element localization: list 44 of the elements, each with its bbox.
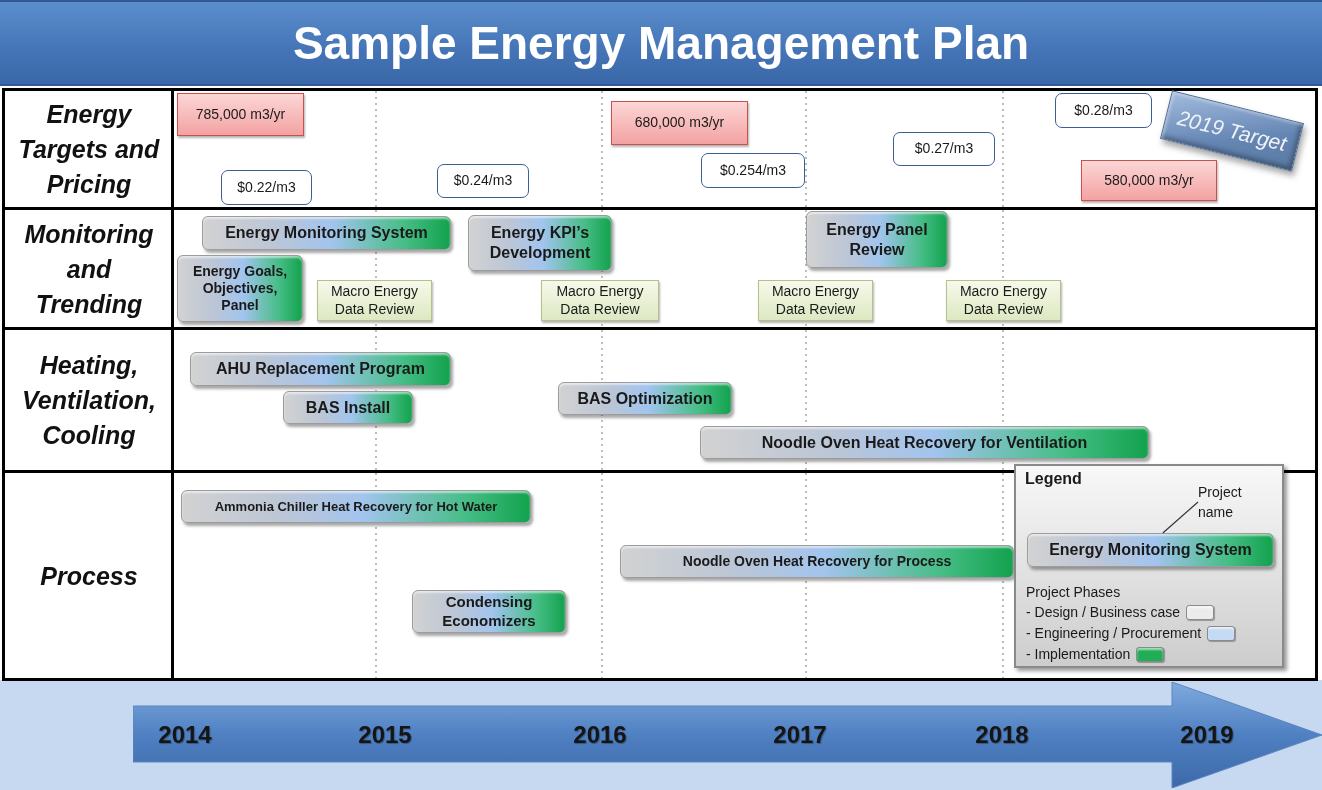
target-box: 785,000 m3/yr [177, 93, 304, 136]
year-label: 2019 [1180, 721, 1234, 749]
review-box: Macro Energy Data Review [317, 280, 432, 321]
row-band [2, 88, 1318, 210]
project-bar: Energy Monitoring System [202, 216, 451, 250]
row-band [2, 207, 1318, 330]
price-box: $0.254/m3 [701, 153, 805, 188]
row-header: Heating, Ventilation, Cooling [21, 349, 157, 451]
project-bar: Noodle Oven Heat Recovery for Process [620, 545, 1014, 578]
leader-note: Project name [1198, 482, 1268, 522]
legend-label: - Design / Business case [1026, 604, 1181, 620]
year-label: 2015 [358, 721, 412, 749]
legend-subheading: Project Phases [1026, 584, 1121, 600]
row-band [2, 327, 1318, 473]
project-bar: Energy Goals, Objectives, Panel [177, 255, 303, 322]
legend-label: - Engineering / Procurement [1026, 625, 1202, 641]
price-box: $0.24/m3 [437, 164, 529, 198]
project-bar: Condensing Economizers [412, 590, 566, 633]
project-bar: Ammonia Chiller Heat Recovery for Hot Water [181, 490, 531, 523]
year-label: 2014 [158, 721, 212, 749]
leader-line [1162, 501, 1199, 534]
legend-heading: Legend [1025, 470, 1082, 488]
price-box: $0.27/m3 [893, 132, 995, 166]
target-box: 580,000 m3/yr [1081, 160, 1217, 201]
project-bar: AHU Replacement Program [190, 352, 451, 386]
project-bar: Energy Panel Review [806, 211, 948, 268]
project-bar: Noodle Oven Heat Recovery for Ventilation [700, 426, 1149, 459]
project-bar: BAS Optimization [558, 382, 732, 415]
target-box: 680,000 m3/yr [611, 101, 748, 145]
project-bar: Energy Monitoring System [1027, 533, 1274, 567]
row-header: Process [39, 560, 139, 591]
row-header: Monitoring and Trending [23, 218, 155, 320]
review-box: Macro Energy Data Review [946, 280, 1061, 321]
review-box: Macro Energy Data Review [541, 280, 659, 321]
price-box: $0.28/m3 [1055, 93, 1152, 128]
review-box: Macro Energy Data Review [758, 280, 873, 321]
year-label: 2018 [975, 721, 1029, 749]
row-header: Energy Targets and Pricing [17, 98, 161, 200]
target-badge: 2019 Target [1159, 90, 1305, 172]
year-label: 2017 [773, 721, 827, 749]
legend-label: - Implementation [1026, 646, 1131, 662]
project-bar: BAS Install [283, 391, 413, 424]
year-label: 2016 [573, 721, 627, 749]
price-box: $0.22/m3 [221, 170, 312, 205]
